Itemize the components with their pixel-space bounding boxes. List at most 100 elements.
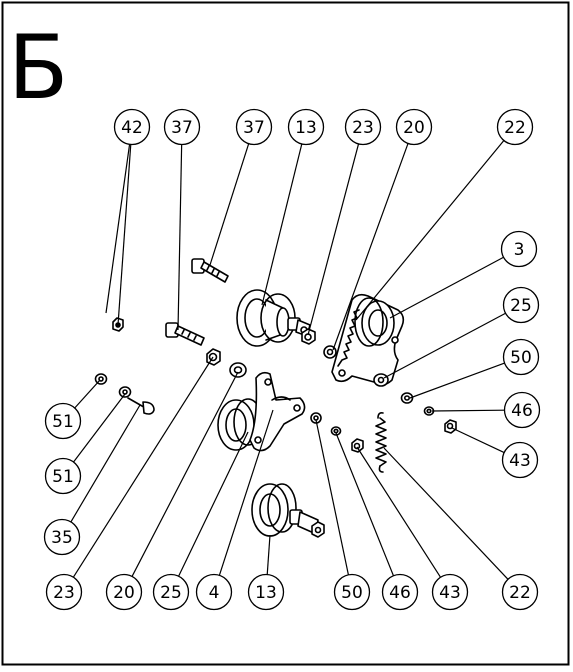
callout-circle	[43, 518, 81, 556]
leader-line	[355, 140, 505, 321]
nut-part-43-right	[444, 419, 457, 434]
callout-bubble-51: 51	[44, 457, 82, 495]
callout-circle	[105, 573, 143, 611]
bracket-part-4	[249, 371, 306, 452]
callout-number: 3	[514, 240, 525, 260]
callout-circle	[503, 391, 541, 429]
nut-part-43-lower	[351, 438, 364, 453]
spring-part-22-lower	[375, 412, 387, 473]
nut-part-23-upper	[301, 328, 316, 345]
leader-line	[73, 393, 126, 463]
callout-number: 37	[243, 118, 265, 138]
callout-circle	[45, 573, 83, 611]
callout-number: 25	[160, 583, 182, 603]
leader-line	[307, 143, 360, 336]
callout-number: 20	[403, 118, 425, 138]
callout-bubble-37: 37	[163, 108, 201, 146]
leader-line	[218, 409, 274, 576]
callout-number: 22	[509, 583, 531, 603]
callout-circle	[496, 108, 534, 146]
callout-bubble-43: 43	[431, 573, 469, 611]
callout-number: 20	[113, 583, 135, 603]
callout-bubble-22: 22	[496, 108, 534, 146]
leader-line	[335, 432, 395, 576]
callout-circle	[247, 573, 285, 611]
leader-line	[72, 356, 214, 578]
callout-number: 51	[52, 467, 74, 487]
callout-bubble-4: 4	[195, 573, 233, 611]
callout-bubble-23: 23	[344, 108, 382, 146]
leader-line	[383, 447, 509, 580]
callout-number: 50	[341, 583, 363, 603]
callout-number: 4	[209, 583, 220, 603]
callout-number: 50	[510, 348, 532, 368]
callout-circle	[113, 108, 151, 146]
leader-line	[266, 534, 271, 575]
callout-circle	[501, 441, 539, 479]
callout-bubble-25: 25	[502, 286, 540, 324]
leader-line	[332, 143, 409, 351]
view-letter: Б	[8, 16, 68, 119]
callout-circle	[502, 338, 540, 376]
callout-circle	[44, 402, 82, 440]
leader-line	[383, 312, 506, 379]
leader-line	[389, 256, 504, 319]
callout-number: 35	[51, 528, 73, 548]
pulley-part-13-lower	[251, 483, 325, 538]
bolt-part-37-upper	[191, 258, 229, 283]
callout-number: 13	[255, 583, 277, 603]
callout-circle	[152, 573, 190, 611]
callout-bubble-22: 22	[501, 573, 539, 611]
leader-line	[209, 143, 250, 266]
callout-circle	[333, 573, 371, 611]
callout-circle	[44, 457, 82, 495]
callout-number: 25	[510, 296, 532, 316]
leader-line	[74, 379, 101, 409]
callout-bubble-50: 50	[333, 573, 371, 611]
callout-bubble-13: 13	[247, 573, 285, 611]
callout-circle	[235, 108, 273, 146]
leader-line	[431, 409, 505, 412]
callout-bubble-13: 13	[287, 108, 325, 146]
callout-circle	[163, 108, 201, 146]
callout-bubble-37: 37	[235, 108, 273, 146]
leader-line	[105, 144, 131, 314]
callout-circle	[287, 108, 325, 146]
callout-circle	[500, 230, 538, 268]
callout-circle	[502, 286, 540, 324]
callout-number: 46	[511, 401, 533, 421]
callout-bubble-42: 42	[113, 108, 151, 146]
callout-circle	[395, 108, 433, 146]
leader-line	[261, 143, 303, 306]
leader-line	[177, 144, 183, 331]
callout-number: 22	[504, 118, 526, 138]
callout-bubble-20: 20	[105, 573, 143, 611]
washer-part-50-lower	[310, 412, 322, 424]
callout-number: 43	[509, 451, 531, 471]
callout-number: 46	[389, 583, 411, 603]
bracket-part-3	[331, 293, 405, 387]
leader-line	[178, 431, 249, 577]
callout-bubble-46: 46	[503, 391, 541, 429]
washer-part-50-right	[400, 392, 414, 404]
washer-part-20-lower	[229, 362, 247, 378]
leader-line	[70, 404, 141, 523]
callout-number: 37	[171, 118, 193, 138]
leader-line	[451, 427, 505, 454]
nut-part-42	[112, 317, 124, 332]
leader-line	[315, 419, 350, 575]
leader-line	[356, 446, 442, 578]
callout-bubble-3: 3	[500, 230, 538, 268]
callout-circle	[431, 573, 469, 611]
callout-number: 23	[352, 118, 374, 138]
leader-line	[409, 362, 505, 399]
callout-number: 43	[439, 583, 461, 603]
callout-bubble-50: 50	[502, 338, 540, 376]
washer-part-51-b	[118, 386, 132, 398]
bolt-part-37-lower	[165, 322, 205, 346]
callout-circle	[195, 573, 233, 611]
spring-part-22-upper	[337, 309, 360, 367]
